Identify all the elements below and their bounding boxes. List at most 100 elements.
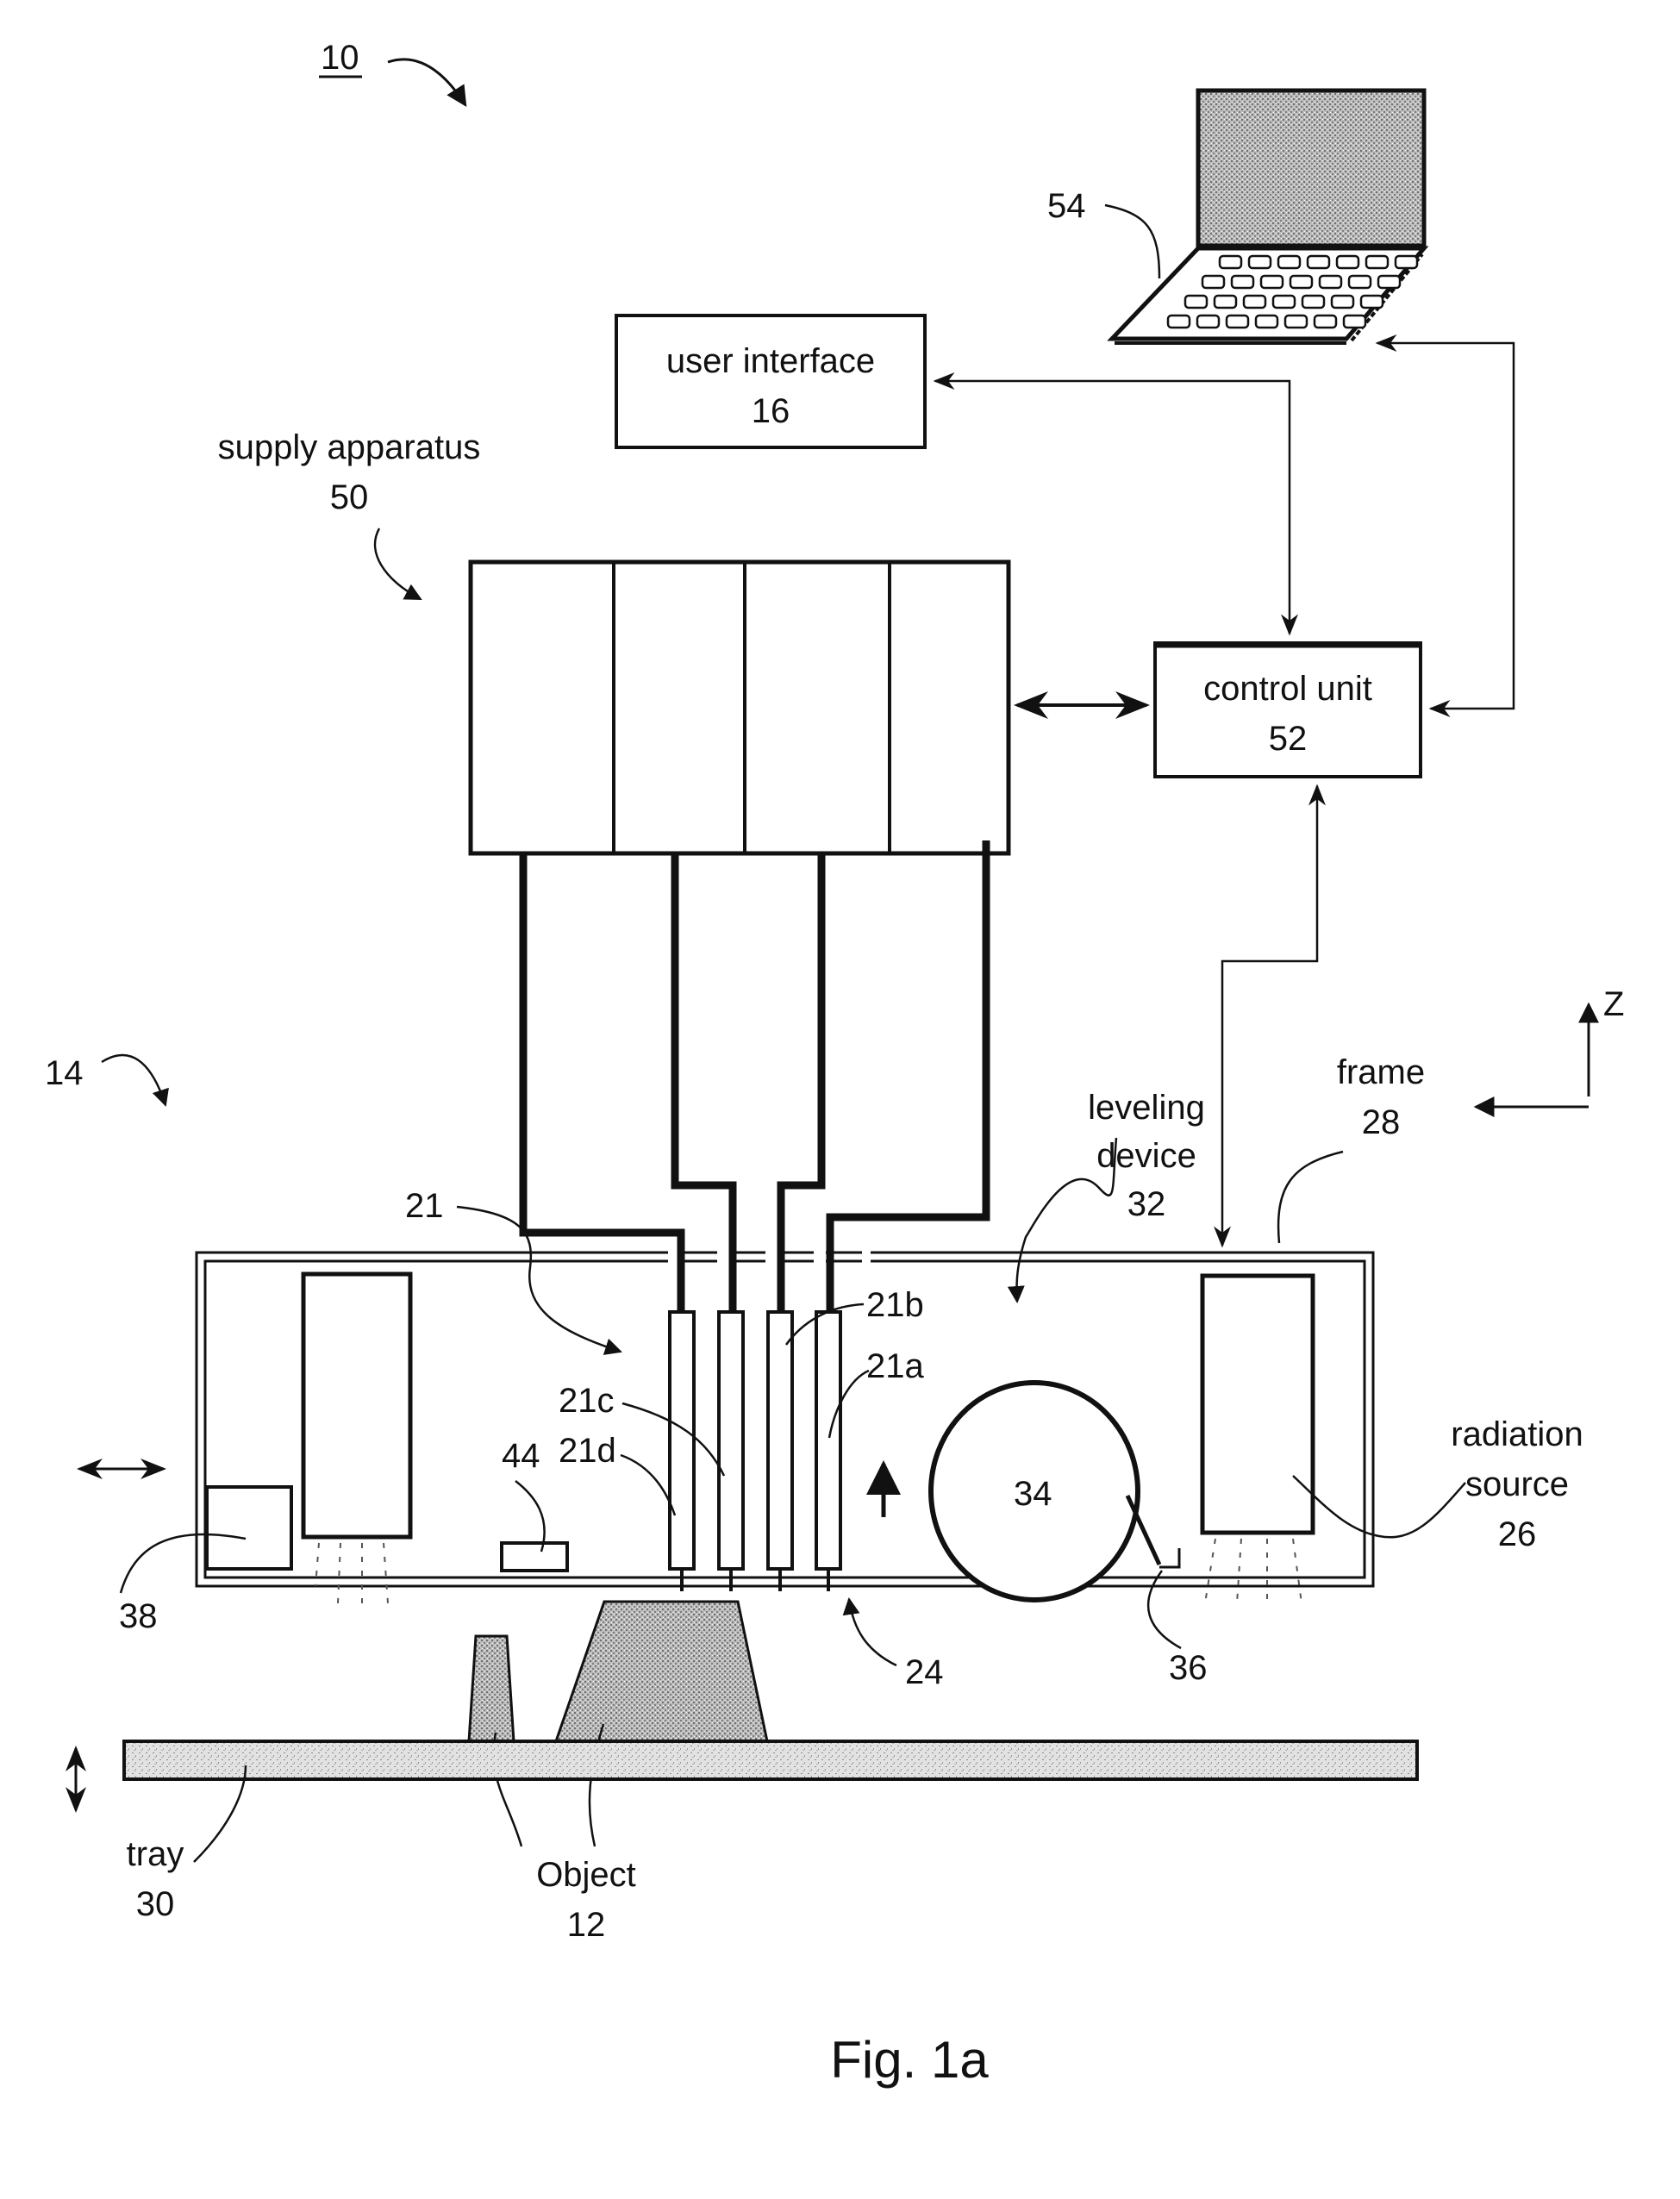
nozzle-plane-arrow: [849, 1599, 896, 1665]
tray-ref: 30: [136, 1885, 175, 1923]
laptop-key: [1220, 256, 1241, 268]
blade-ref: 36: [1169, 1649, 1208, 1687]
control-unit-label: control unit: [1203, 670, 1372, 708]
blade-leader: [1148, 1571, 1181, 1648]
feed-pipe-4: [830, 840, 986, 1310]
head-21d-ref: 21d: [559, 1432, 616, 1470]
laptop-key: [1315, 315, 1336, 328]
unit-44-box: [502, 1543, 567, 1571]
laptop-key: [1290, 276, 1312, 288]
laptop-key: [1332, 296, 1353, 308]
radiation-source-box: [1202, 1276, 1313, 1533]
laptop-key: [1249, 256, 1271, 268]
laptop-key: [1227, 315, 1248, 328]
nozzle-jets: [682, 1571, 828, 1591]
signal-lines: [935, 343, 1514, 1246]
computer-leader: [1105, 205, 1159, 278]
feed-pipe-1: [523, 853, 681, 1310]
print-heads-21: 21 21b 21a 21c 21d: [405, 1187, 924, 1591]
computer-54: 54: [1047, 91, 1424, 343]
laptop-key: [1344, 315, 1365, 328]
head-21a-ref: 21a: [866, 1347, 924, 1385]
laptop-key: [1168, 315, 1190, 328]
laptop-key: [1285, 315, 1307, 328]
supply-apparatus-50: supply apparatus 50: [218, 428, 1009, 853]
laptop-key: [1197, 315, 1219, 328]
unit-44-leader: [515, 1481, 545, 1552]
radiation-source-26: radiation source 26: [1202, 1276, 1583, 1603]
laptop-key: [1320, 276, 1341, 288]
laptop-key: [1244, 296, 1265, 308]
feed-pipe-3: [781, 853, 821, 1310]
print-head-21b: [768, 1312, 792, 1569]
left-components: 38 44: [119, 1274, 567, 1635]
user-interface-16: user interface 16: [616, 315, 925, 447]
laptop-key: [1337, 256, 1358, 268]
laptop-key: [1256, 315, 1277, 328]
control-unit-52: control unit 52: [1155, 643, 1421, 777]
tray-plate: [124, 1741, 1417, 1779]
laptop-key: [1215, 296, 1236, 308]
roller-ref: 34: [1014, 1475, 1052, 1513]
user-interface-label: user interface: [666, 342, 875, 380]
unit-38-box: [207, 1487, 291, 1569]
user-interface-ref: 16: [752, 392, 790, 430]
head-21c-ref: 21c: [559, 1382, 615, 1420]
laptop-key: [1273, 296, 1295, 308]
laptop-key: [1349, 276, 1371, 288]
print-head-21c: [719, 1312, 743, 1569]
axis-indicator: Z: [1476, 985, 1624, 1107]
unit-38-ref: 38: [119, 1597, 158, 1635]
supply-apparatus-label: supply apparatus: [218, 428, 481, 466]
frame-label: frame: [1337, 1053, 1425, 1091]
laptop-key: [1185, 296, 1207, 308]
frame-leader: [1278, 1152, 1343, 1243]
feed-pipes: [523, 840, 986, 1310]
z-axis-label: Z: [1603, 985, 1624, 1023]
system-ref-label: 10: [321, 39, 359, 77]
tray-label: tray: [127, 1835, 184, 1873]
leveling-device-label-2: device: [1096, 1137, 1196, 1175]
tray-30: tray 30: [76, 1741, 1417, 1923]
laptop-key: [1366, 256, 1388, 268]
nozzle-plane-ref: 24: [905, 1653, 944, 1691]
printing-unit-arrow: [102, 1055, 166, 1105]
object-large: [556, 1602, 767, 1741]
object-ref: 12: [567, 1906, 606, 1944]
blade-holder: [1159, 1548, 1179, 1567]
figure-caption: Fig. 1a: [830, 2031, 989, 2089]
frame-ref: 28: [1362, 1103, 1401, 1141]
control-unit-ref: 52: [1269, 720, 1308, 758]
object-small: [469, 1636, 514, 1741]
radiation-source-leader: [1293, 1476, 1465, 1537]
computer-ref: 54: [1047, 187, 1086, 225]
laptop-key: [1378, 276, 1400, 288]
control-frame-line: [1222, 786, 1317, 1246]
system-ref-10: 10: [319, 39, 465, 105]
left-radiation-rays: [315, 1543, 388, 1603]
leveling-device-32: leveling device 32 34 36: [884, 1089, 1208, 1687]
leveling-device-ref: 32: [1127, 1185, 1166, 1223]
nozzle-plane-24: 24: [849, 1599, 944, 1691]
supply-apparatus-box: [471, 562, 1009, 853]
printing-unit-ref: 14: [45, 1054, 84, 1092]
radiation-source-label-2: source: [1465, 1465, 1569, 1503]
laptop-screen: [1198, 91, 1424, 246]
system-ref-arrow: [388, 59, 465, 105]
printing-unit-ref-14: 14: [45, 1054, 166, 1105]
supply-apparatus-ref: 50: [330, 478, 369, 516]
head-21b-ref: 21b: [866, 1286, 924, 1324]
print-heads-ref: 21: [405, 1187, 444, 1225]
left-radiation-source: [303, 1274, 410, 1537]
laptop-key: [1302, 296, 1324, 308]
laptop-key: [1361, 296, 1383, 308]
right-radiation-rays: [1205, 1539, 1302, 1603]
print-heads-arrow: [457, 1207, 621, 1352]
radiation-source-ref: 26: [1498, 1515, 1537, 1553]
laptop-key: [1308, 256, 1329, 268]
laptop-key: [1396, 256, 1417, 268]
laptop-key: [1202, 276, 1224, 288]
supply-apparatus-arrow: [375, 528, 421, 599]
leveling-device-label-1: leveling: [1088, 1089, 1205, 1127]
